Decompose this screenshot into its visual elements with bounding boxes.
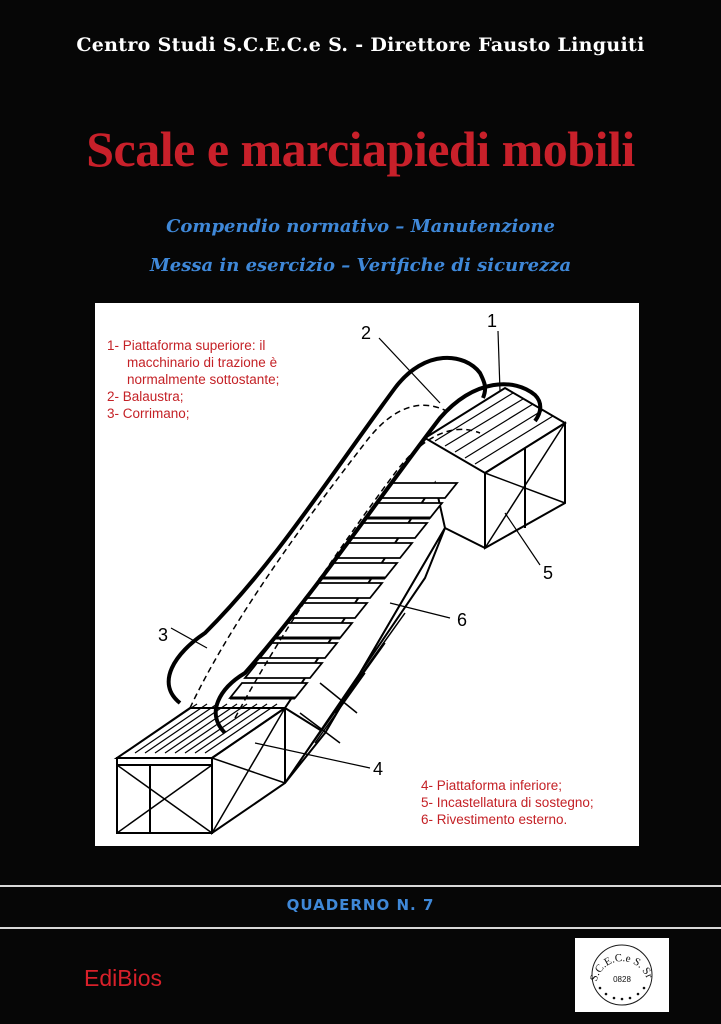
callout-6: 6 (457, 610, 467, 630)
seal-logo: S.C.E.C.e S. Srl 0828 (573, 929, 669, 1012)
publisher-name: EdiBios (84, 965, 162, 991)
callout-4: 4 (373, 759, 383, 779)
svg-text:0828: 0828 (613, 975, 631, 984)
legend-top: 1- Piattaforma superiore: il macchinario… (107, 337, 317, 422)
escalator-drawing: 1 2 3 4 5 6 (113, 311, 567, 835)
escalator-figure: 1 2 3 4 5 6 1- Piattaforma superiore: il… (95, 303, 639, 846)
callout-2: 2 (361, 323, 371, 343)
legend-item-1-cont: normalmente sottostante; (127, 372, 280, 387)
legend-item-2: 2- Balaustra; (107, 389, 184, 404)
divider-bottom (0, 927, 721, 929)
cover-title: Scale e marciapiedi mobili (86, 121, 635, 177)
callout-1: 1 (487, 311, 497, 331)
legend-item-1: 1- Piattaforma superiore: il (107, 338, 266, 353)
subtitle-line-2: Messa in esercizio – Verifiche di sicure… (149, 255, 572, 276)
legend-item-3: 3- Corrimano; (107, 406, 190, 421)
legend-item-6: 6- Rivestimento esterno. (421, 812, 568, 827)
callout-3: 3 (158, 625, 168, 645)
subtitle-line-1: Compendio normativo – Manutenzione (166, 216, 555, 237)
callout-5: 5 (543, 563, 553, 583)
divider-top (0, 885, 721, 887)
series-label: QUADERNO N. 7 (286, 896, 435, 914)
legend-item-1-cont: macchinario di trazione è (127, 355, 278, 370)
seal-icon: S.C.E.C.e S. Srl 0828 (573, 929, 655, 1006)
legend-item-4: 4- Piattaforma inferiore; (421, 778, 563, 793)
legend-item-5: 5- Incastellatura di sostegno; (421, 795, 594, 810)
legend-bottom: 4- Piattaforma inferiore; 5- Incastellat… (421, 777, 636, 828)
header-line: Centro Studi S.C.E.C.e S. - Direttore Fa… (76, 34, 645, 56)
